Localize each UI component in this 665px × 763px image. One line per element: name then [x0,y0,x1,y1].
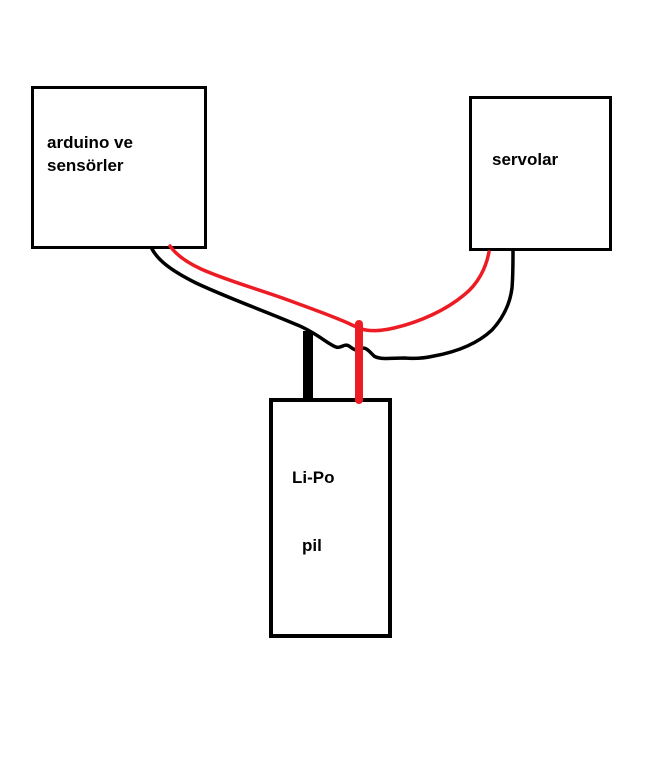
arduino-box [31,86,207,249]
positive-wire-left [168,244,361,330]
battery-label-line1: Li-Po [292,468,335,487]
battery-box [269,398,392,638]
negative-wire [150,247,515,361]
arduino-label-line1: arduino ve [47,133,133,152]
servos-label: servolar [492,150,559,169]
servos-box [469,96,612,251]
battery-label-line2: pil [302,536,322,555]
arduino-label-line2: sensörler [47,156,124,175]
arduino-label: arduino ve sensörler [47,131,133,177]
positive-wire-right [357,250,491,333]
